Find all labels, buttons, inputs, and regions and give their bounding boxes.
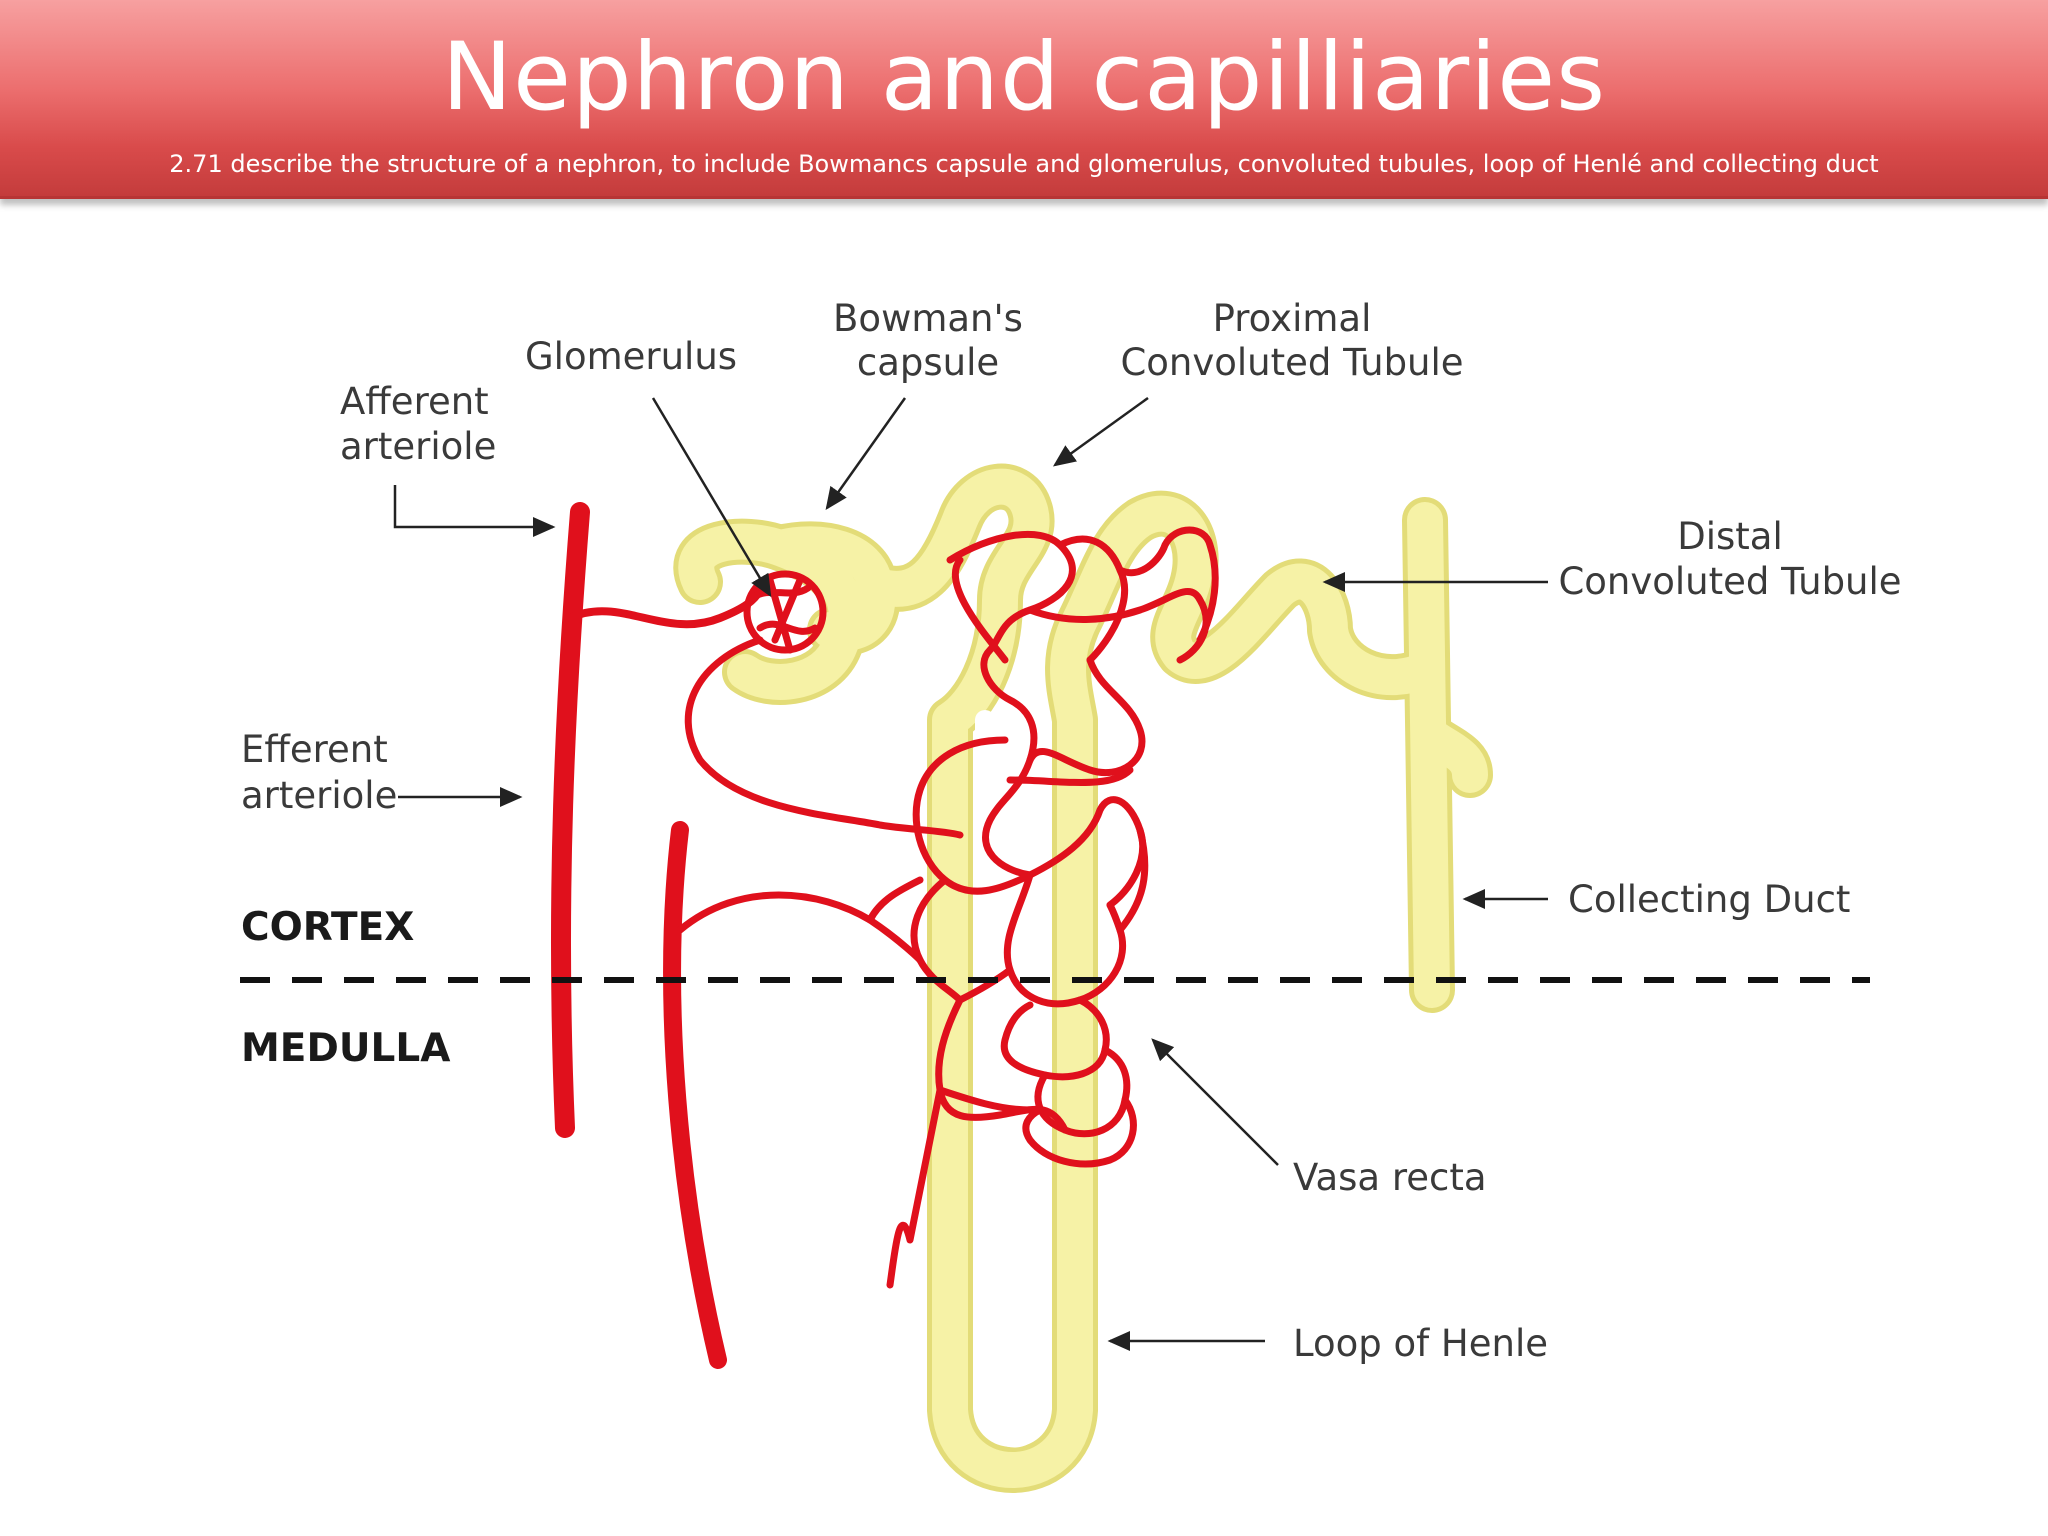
efferent-arteriole-vessel [550,502,590,1138]
medulla-label: MEDULLA [241,1026,450,1071]
efferent-label-line1: Efferent [241,728,388,771]
glomerulus-arrow [651,397,772,598]
diagram-labels: Afferent arteriole Glomerulus Bowman's c… [241,297,1902,1365]
afferent-arrow [393,485,556,537]
bowmans-arrow [825,397,907,511]
proximal-convoluted-tubule [857,468,1443,1488]
cortex-label: CORTEX [241,905,414,950]
distal-label-line1: Distal [1677,515,1783,558]
vasa-recta-label: Vasa recta [1293,1156,1487,1199]
collecting-duct-label: Collecting Duct [1568,878,1850,921]
proximal-arrow [1052,396,1149,467]
loop-of-henle-label: Loop of Henle [1293,1322,1548,1365]
glomerulus [743,570,827,654]
slide-title: Nephron and capilliaries [441,23,1607,132]
vasa-recta-arrow [1151,1038,1279,1166]
bowmans-capsule [678,523,865,700]
slide-header: Nephron and capilliaries 2.71 describe t… [0,0,2048,199]
proximal-label-line1: Proximal [1213,297,1372,340]
loop-of-henle-gap [975,710,1050,1448]
afferent-label-line1: Afferent [340,380,489,423]
vasa-recta-vessel [663,821,727,1369]
blood-vessels [550,502,1219,1369]
pointer-arrows [393,396,1548,1351]
afferent-label-line2: arteriole [340,425,496,468]
bowmans-label-line2: capsule [857,341,999,384]
efferent-label-line2: arteriole [241,774,397,817]
bowmans-label-line1: Bowman's [833,297,1023,340]
tubule-system [673,463,1493,1493]
peritubular-capillaries [676,526,1219,1289]
glomerulus-label: Glomerulus [525,335,737,378]
proximal-label-line2: Convoluted Tubule [1120,341,1463,384]
distal-label-line2: Convoluted Tubule [1558,560,1901,603]
slide-subtitle: 2.71 describe the structure of a nephron… [169,150,1879,178]
